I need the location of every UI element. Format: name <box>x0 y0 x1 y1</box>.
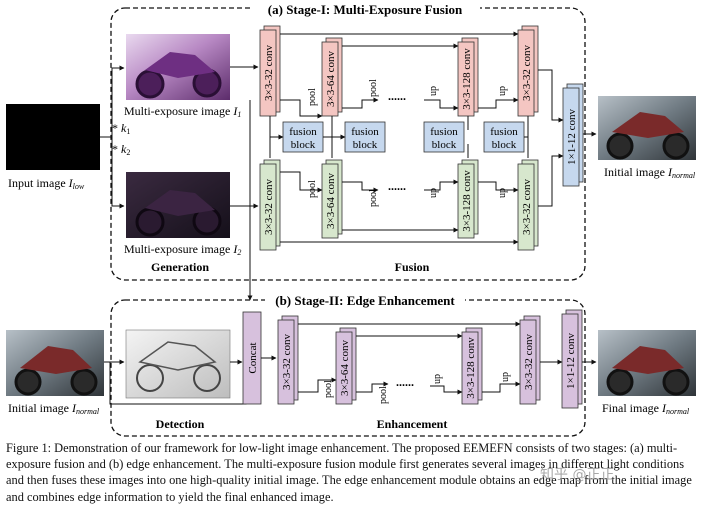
initial-image-bottom <box>6 330 104 396</box>
stage2-pool-1: pool <box>323 380 334 398</box>
svg-text:1×1-12 conv: 1×1-12 conv <box>566 109 578 165</box>
multi-exposure-image-2-label: Multi-exposure image I2 <box>124 242 241 257</box>
input-image-label: Input image Ilow <box>8 176 85 191</box>
stage2-dots: ...... <box>396 375 414 389</box>
svg-text:3×3-64 conv: 3×3-64 conv <box>339 340 351 396</box>
detection-label: Detection <box>156 417 205 431</box>
top-up-1: up <box>428 86 439 96</box>
top-conv32-block: 3×3-32 conv <box>259 25 281 117</box>
top-conv128-block: 3×3-128 conv <box>457 37 479 117</box>
bottom-up-1: up <box>428 188 439 198</box>
svg-text:block: block <box>492 139 517 151</box>
svg-text:3×3-128 conv: 3×3-128 conv <box>461 48 473 110</box>
svg-text:fusion: fusion <box>289 126 317 138</box>
bottom-dots: ...... <box>388 179 406 193</box>
fusion-block-3: fusion block <box>423 121 465 153</box>
svg-text:3×3-32 conv: 3×3-32 conv <box>521 179 533 235</box>
bottom-conv32-out-block: 3×3-32 conv <box>517 159 539 251</box>
svg-text:fusion: fusion <box>351 126 379 138</box>
svg-text:fusion: fusion <box>490 126 518 138</box>
stage2-conv64-block: 3×3-64 conv <box>335 327 357 405</box>
svg-text:1×1-12 conv: 1×1-12 conv <box>565 333 577 389</box>
concat-block: Concat <box>242 311 262 405</box>
multi-exposure-image-1-label: Multi-exposure image I1 <box>124 104 241 119</box>
svg-text:block: block <box>432 139 457 151</box>
svg-text:3×3-32 conv: 3×3-32 conv <box>281 334 293 390</box>
stage1-box <box>110 7 586 281</box>
top-up-2: up <box>497 86 508 96</box>
fusion-block-2: fusion block <box>344 121 386 153</box>
svg-text:3×3-128 conv: 3×3-128 conv <box>461 170 473 232</box>
final-image-label: Final image Inormal <box>602 401 690 416</box>
stage2-conv32-out-block: 3×3-32 conv <box>519 315 541 405</box>
svg-text:3×3-32 conv: 3×3-32 conv <box>263 45 275 101</box>
fusion-block-1: fusion block <box>282 121 324 153</box>
stage2-up-2: up <box>500 372 511 382</box>
svg-text:block: block <box>353 139 378 151</box>
bottom-conv64-block: 3×3-64 conv <box>321 159 343 239</box>
stage2-box <box>110 299 586 437</box>
initial-image-top <box>598 96 696 160</box>
top-pool-2: pool <box>368 79 379 97</box>
initial-image-top-label: Initial image Inormal <box>604 165 696 180</box>
top-conv32-out-block: 3×3-32 conv <box>517 25 539 117</box>
final-image <box>598 330 696 396</box>
multi-exposure-image-2 <box>126 172 230 238</box>
stage2-title: (b) Stage-II: Edge Enhancement <box>275 293 455 308</box>
svg-text:3×3-32 conv: 3×3-32 conv <box>523 334 535 390</box>
multi-exposure-image-1 <box>126 34 230 100</box>
stage2-conv32-block: 3×3-32 conv <box>277 315 299 405</box>
input-image <box>6 104 100 170</box>
initial-image-bottom-label: Initial image Inormal <box>8 401 100 416</box>
bottom-pool-2: pool <box>368 189 379 207</box>
svg-text:block: block <box>291 139 316 151</box>
caption-text: Figure 1: Demonstration of our framework… <box>6 441 692 504</box>
svg-text:3×3-64 conv: 3×3-64 conv <box>325 51 337 107</box>
bottom-conv128-block: 3×3-128 conv <box>457 159 479 239</box>
bottom-up-2: up <box>497 188 508 198</box>
framework-diagram: (a) Stage-I: Multi-Exposure Fusion (b) S… <box>6 0 696 437</box>
svg-text:3×3-128 conv: 3×3-128 conv <box>465 337 477 399</box>
k1-symbol: *k1 <box>112 121 130 136</box>
top-dots: ...... <box>388 89 406 103</box>
stage1-title: (a) Stage-I: Multi-Exposure Fusion <box>268 2 463 17</box>
watermark: 知乎 @正正 <box>540 467 615 483</box>
generation-label: Generation <box>151 260 209 274</box>
bottom-pool-1: pool <box>307 180 318 198</box>
enhancement-label: Enhancement <box>377 417 448 431</box>
fusion-label: Fusion <box>395 260 430 274</box>
bottom-conv32-block: 3×3-32 conv <box>259 159 281 251</box>
edge-map-image <box>125 329 231 399</box>
svg-text:Concat: Concat <box>247 342 259 373</box>
stage2-conv128-block: 3×3-128 conv <box>461 327 483 405</box>
stage1-conv1x1-block: 1×1-12 conv <box>562 83 584 187</box>
svg-text:3×3-32 conv: 3×3-32 conv <box>263 179 275 235</box>
svg-text:3×3-32 conv: 3×3-32 conv <box>521 45 533 101</box>
svg-text:fusion: fusion <box>430 126 458 138</box>
stage2-up-1: up <box>432 374 443 384</box>
top-conv64-block: 3×3-64 conv <box>321 37 343 117</box>
k2-symbol: *k2 <box>112 142 130 157</box>
fusion-block-4: fusion block <box>483 121 525 153</box>
stage2-conv1x1-block: 1×1-12 conv <box>561 309 583 409</box>
svg-text:3×3-64 conv: 3×3-64 conv <box>325 173 337 229</box>
top-pool-1: pool <box>307 88 318 106</box>
stage2-pool-2: pool <box>378 386 389 404</box>
figure-caption: Figure 1: Demonstration of our framework… <box>6 440 700 505</box>
